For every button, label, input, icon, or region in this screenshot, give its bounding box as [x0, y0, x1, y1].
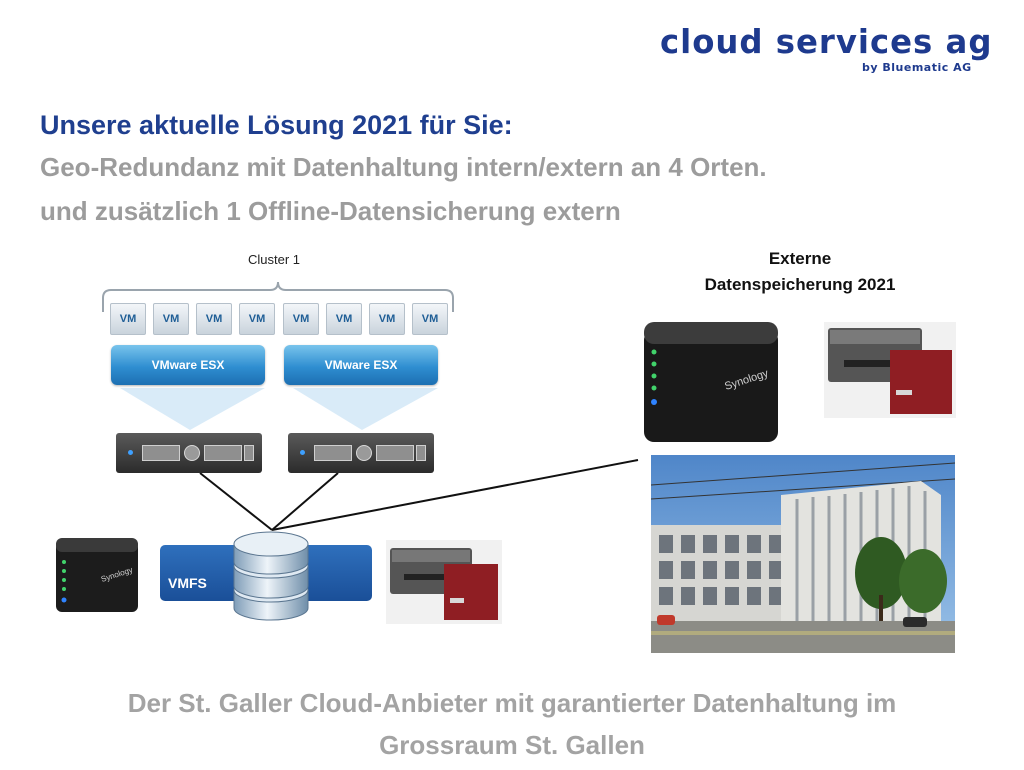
link-storage-external: [271, 459, 639, 531]
vm-tile: VM: [110, 303, 146, 335]
company-logo-name: cloud services ag: [660, 22, 993, 61]
nas-device-small-icon: Synology: [56, 538, 138, 612]
cluster-label: Cluster 1: [248, 252, 301, 267]
cluster-brace: [102, 281, 454, 312]
slide-subtitle-line-1: Geo-Redundanz mit Datenhaltung intern/ex…: [40, 152, 767, 182]
tape-drive-cartridge-icon: [386, 540, 502, 624]
rack-server-2: [288, 433, 434, 473]
vm-tile: VM: [239, 303, 275, 335]
esx-beam-left: [120, 388, 265, 430]
external-storage-label: Externe Datenspeicherung 2021: [704, 249, 896, 294]
link-server1-storage: [199, 472, 273, 531]
esx-host-2: VMware ESX: [284, 345, 438, 385]
company-logo-tagline: by Bluematic AG: [862, 61, 972, 74]
slide-title: Unsere aktuelle Lösung 2021 für Sie:: [40, 110, 513, 140]
vm-tile: VM: [196, 303, 232, 335]
footer-line-1: Der St. Galler Cloud-Anbieter mit garant…: [127, 688, 897, 718]
vm-tile: VM: [412, 303, 448, 335]
data-center-building-photo: [651, 455, 955, 653]
database-cylinder-icon: [233, 531, 309, 621]
vm-tile: VM: [369, 303, 405, 335]
vmfs-label: VMFS: [168, 575, 207, 591]
tape-drive-cartridge-icon: [824, 322, 956, 418]
vm-tile: VM: [153, 303, 189, 335]
link-server2-storage: [271, 472, 339, 531]
rack-server-1: [116, 433, 262, 473]
power-led-icon: [128, 450, 133, 455]
footer-line-2: Grossraum St. Gallen: [379, 730, 645, 760]
vm-tile: VM: [326, 303, 362, 335]
power-led-icon: [300, 450, 305, 455]
nas-device-large-icon: Synology: [644, 322, 778, 442]
slide-subtitle-line-2: und zusätzlich 1 Offline-Datensicherung …: [40, 196, 621, 226]
esx-beam-right: [293, 388, 438, 430]
vm-tile: VM: [283, 303, 319, 335]
building-illustration: [651, 455, 955, 653]
esx-host-1: VMware ESX: [111, 345, 265, 385]
